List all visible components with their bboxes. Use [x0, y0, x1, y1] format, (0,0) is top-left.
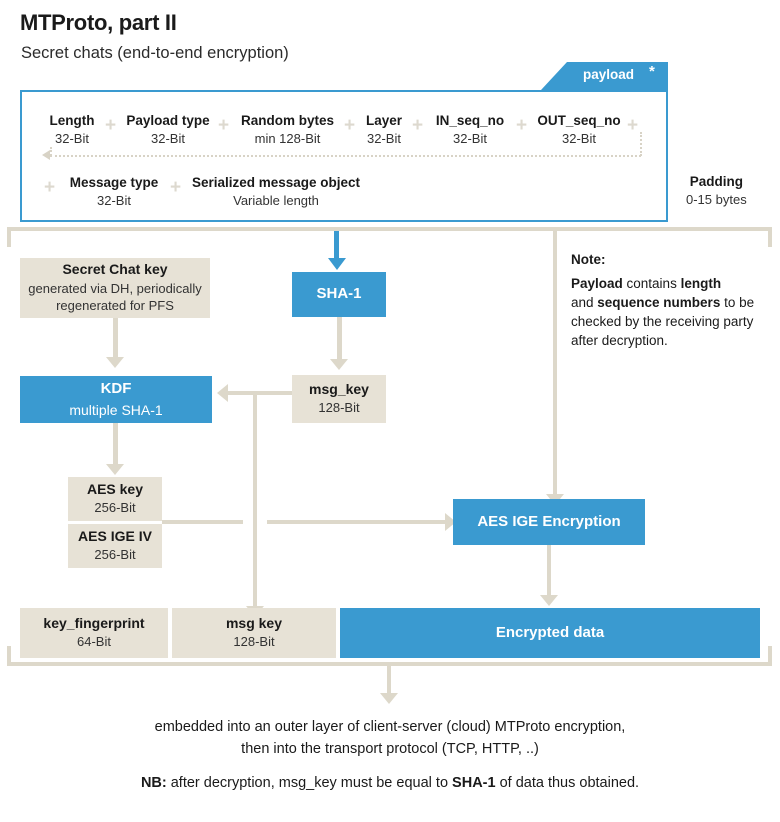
- note-block: Note: Payload contains length and sequen…: [571, 252, 771, 351]
- plus-icon: +: [218, 115, 230, 136]
- payload-field-length: Length 32-Bit: [49, 113, 95, 146]
- box-msg-key: msg_key 128-Bit: [292, 375, 386, 423]
- arrow-down-icon: [380, 693, 398, 704]
- footer-nb: NB: after decryption, msg_key must be eq…: [140, 775, 640, 791]
- footer-description: embedded into an outer layer of client-s…: [154, 719, 626, 758]
- plus-icon: +: [170, 177, 182, 198]
- payload-wrap-arrow-icon: [42, 150, 50, 160]
- box-sha1: SHA-1: [292, 272, 386, 317]
- payload-tab-label: payload: [583, 67, 635, 82]
- connector-secret-key-to-kdf: [113, 318, 118, 360]
- connector-sha1-to-msg-key: [337, 317, 342, 362]
- plus-icon: +: [627, 115, 639, 136]
- connector-payload-to-sha1: [334, 231, 339, 261]
- connector-encryption-to-encrypted-data: [547, 545, 551, 598]
- box-aes-ige-iv: AES IGE IV 256-Bit: [68, 524, 162, 568]
- bottom-bracket-right-stub: [768, 646, 772, 666]
- arrow-left-icon: [217, 384, 228, 402]
- payload-tab: payload *: [541, 62, 668, 90]
- payload-field-serialized-message-object: Serialized message object Variable lengt…: [191, 175, 361, 208]
- plus-icon: +: [412, 115, 424, 136]
- bottom-bracket-left-stub: [7, 646, 11, 666]
- payload-field-layer: Layer 32-Bit: [365, 113, 403, 146]
- top-bracket-right-stub: [768, 227, 772, 247]
- arrow-down-icon: [328, 258, 346, 270]
- connector-msg-key-branch-down: [253, 391, 257, 609]
- box-encrypted-data: Encrypted data: [340, 608, 760, 658]
- payload-field-message-type: Message type 32-Bit: [69, 175, 159, 208]
- connector-payload-to-aes-encryption: [553, 231, 557, 497]
- payload-field-out-seq-no: OUT_seq_no 32-Bit: [537, 113, 621, 146]
- note-bold-sequence-numbers: sequence numbers: [597, 295, 721, 311]
- arrow-right-icon: [445, 513, 456, 531]
- payload-field-random-bytes: Random bytes min 128-Bit: [240, 113, 335, 146]
- footer-nb-label: NB:: [140, 775, 167, 791]
- arrow-down-icon: [106, 464, 124, 475]
- payload-field-in-seq-no: IN_seq_no 32-Bit: [435, 113, 505, 146]
- page-title: MTProto, part II: [20, 10, 177, 35]
- top-bracket-horizontal: [7, 227, 772, 231]
- page-subtitle: Secret chats (end-to-end encryption): [21, 44, 289, 62]
- connector-msg-key-to-kdf: [228, 391, 292, 395]
- box-aes-key: AES key 256-Bit: [68, 477, 162, 521]
- connector-kdf-to-aes-key: [113, 423, 118, 467]
- plus-icon: +: [105, 115, 117, 136]
- arrow-down-icon: [540, 595, 558, 606]
- payload-wrap-connector-left: [50, 147, 52, 156]
- box-msg-key-output: msg key 128-Bit: [172, 608, 336, 658]
- note-body: Payload contains length and sequence num…: [571, 276, 755, 349]
- padding-label: Padding 0-15 bytes: [686, 174, 747, 207]
- connector-bottom-to-footer: [387, 666, 391, 696]
- note-bold-payload: Payload: [571, 276, 623, 291]
- box-aes-ige-encryption: AES IGE Encryption: [453, 499, 645, 545]
- footer-nb-bold-sha1: SHA-1: [452, 775, 496, 791]
- plus-icon: +: [44, 177, 56, 198]
- arrow-down-icon: [106, 357, 124, 368]
- connector-aes-keys-to-encryption-right: [267, 520, 452, 524]
- top-bracket-left-stub: [7, 227, 11, 247]
- payload-wrap-connector-right: [640, 132, 642, 156]
- connector-aes-keys-to-encryption-left: [162, 520, 243, 524]
- plus-icon: +: [516, 115, 528, 136]
- note-heading: Note:: [571, 252, 606, 267]
- box-key-fingerprint: key_fingerprint 64-Bit: [20, 608, 168, 658]
- payload-field-payload-type: Payload type 32-Bit: [126, 113, 210, 146]
- payload-tab-footnote-star: *: [649, 63, 655, 80]
- arrow-down-icon: [330, 359, 348, 370]
- note-bold-length: length: [680, 276, 722, 291]
- plus-icon: +: [344, 115, 356, 136]
- box-kdf: KDF multiple SHA-1: [20, 376, 212, 423]
- box-secret-chat-key: Secret Chat key generated via DH, period…: [20, 258, 210, 318]
- payload-wrap-connector-horizontal: [50, 155, 641, 157]
- bottom-bracket-horizontal: [7, 662, 772, 666]
